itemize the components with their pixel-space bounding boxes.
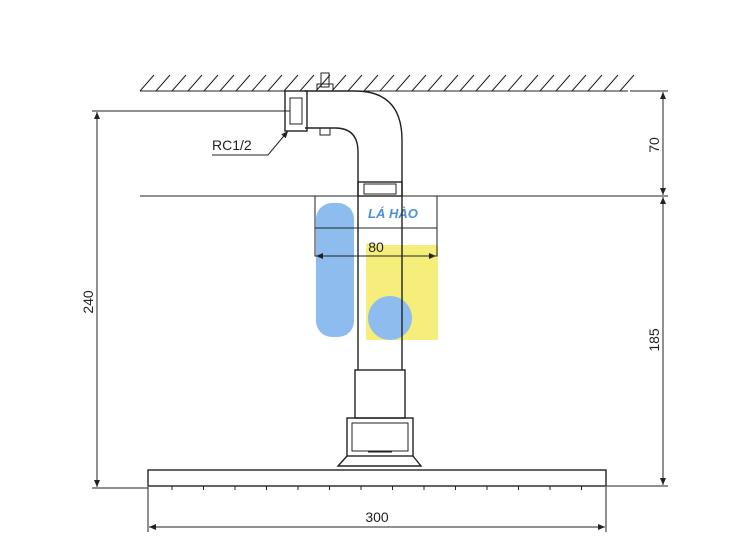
watermark-logo: LÁ HÀO xyxy=(316,203,438,341)
hatch-stroke xyxy=(443,74,459,92)
hatch-stroke xyxy=(331,74,347,92)
hatch-stroke xyxy=(203,74,219,92)
hatch-stroke xyxy=(171,74,187,92)
ceiling-hatch xyxy=(139,74,635,92)
hatch-stroke xyxy=(475,74,491,92)
thread-callout: RC1/2 xyxy=(212,130,289,156)
dim-label-80: 80 xyxy=(368,239,384,255)
hatch-stroke xyxy=(411,74,427,92)
dim-label-300: 300 xyxy=(365,509,389,525)
hatch-stroke xyxy=(427,74,443,92)
dim-label-240: 240 xyxy=(80,290,96,314)
hatch-stroke xyxy=(507,74,523,92)
down-pipe xyxy=(314,195,438,467)
dim-label-185: 185 xyxy=(646,328,662,352)
hatch-stroke xyxy=(235,74,251,92)
hatch-stroke xyxy=(139,74,155,92)
dimension-total-height: 240 xyxy=(80,110,290,489)
dimension-head-width: 300 xyxy=(147,487,607,532)
watermark-text: LÁ HÀO xyxy=(368,206,418,221)
hatch-stroke xyxy=(155,74,171,92)
hatch-stroke xyxy=(491,74,507,92)
hatch-stroke xyxy=(347,74,363,92)
hatch-stroke xyxy=(587,74,603,92)
hatch-stroke xyxy=(571,74,587,92)
thread-label: RC1/2 xyxy=(212,137,252,153)
hatch-stroke xyxy=(555,74,571,92)
dimension-arm-height: 70 xyxy=(630,90,668,195)
hatch-stroke xyxy=(363,74,379,92)
hatch-stroke xyxy=(379,74,395,92)
watermark-blue-block xyxy=(316,203,354,337)
hatch-stroke xyxy=(395,74,411,92)
dimension-flange-width: 80 xyxy=(316,239,436,259)
hatch-stroke xyxy=(619,74,635,92)
shower-head xyxy=(147,469,607,490)
hatch-stroke xyxy=(187,74,203,92)
hatch-stroke xyxy=(603,74,619,92)
hatch-stroke xyxy=(283,74,299,92)
hatch-stroke xyxy=(251,74,267,92)
dimension-pipe-height: 185 xyxy=(606,197,668,487)
hatch-stroke xyxy=(459,74,475,92)
watermark-blue-circle xyxy=(368,296,412,340)
hatch-stroke xyxy=(267,74,283,92)
hatch-stroke xyxy=(315,74,331,92)
hatch-stroke xyxy=(523,74,539,92)
hatch-stroke xyxy=(219,74,235,92)
dim-label-70: 70 xyxy=(646,137,662,153)
hatch-stroke xyxy=(299,74,315,92)
hatch-stroke xyxy=(539,74,555,92)
